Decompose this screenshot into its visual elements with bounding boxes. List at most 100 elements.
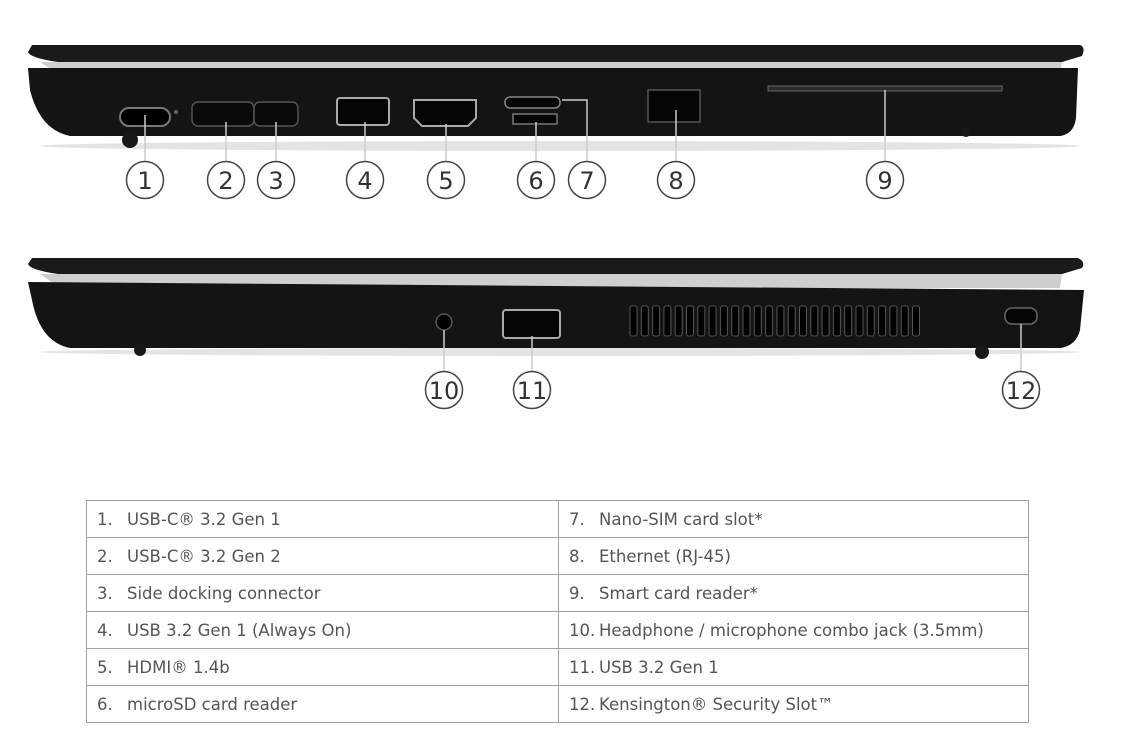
callout-8: 8	[656, 110, 696, 200]
callout-number: 3	[268, 167, 283, 195]
port-legend-cell: 12.Kensington® Security Slot™	[558, 685, 1029, 723]
port-legend-table: 1. USB-C® 3.2 Gen 1 7. Nano-SIM card slot* 2…	[86, 500, 1029, 723]
audio-jack	[435, 313, 453, 331]
callout-1: 1	[125, 115, 165, 200]
vent-slot	[674, 305, 683, 337]
table-row: 1. USB-C® 3.2 Gen 1 7. Nano-SIM card slot*	[86, 500, 1029, 538]
vent-slot	[900, 305, 909, 337]
laptop-right-side	[28, 258, 1084, 359]
port-number: 2.	[97, 546, 113, 566]
callout-number: 8	[668, 167, 683, 195]
port-legend-cell: 9. Smart card reader*	[558, 574, 1029, 612]
vent-slot	[640, 305, 649, 337]
vent-slot	[742, 305, 751, 337]
table-row: 3. Side docking connector 9. Smart card rea…	[86, 574, 1029, 612]
hdmi-port	[413, 99, 477, 127]
vent-slot	[629, 305, 638, 337]
port-label: Kensington® Security Slot™	[599, 694, 834, 714]
vent-slot	[765, 305, 774, 337]
callout-number: 11	[517, 377, 548, 405]
port-number: 7.	[569, 509, 585, 529]
callout-number: 5	[438, 167, 453, 195]
callout-number: 1	[137, 167, 152, 195]
port-legend-cell: 3. Side docking connector	[86, 574, 559, 612]
port-legend-cell: 8.Ethernet (RJ-45)	[558, 537, 1029, 575]
port-number: 4.	[97, 620, 113, 640]
laptop-left-side	[28, 45, 1084, 151]
callout-5: 5	[426, 124, 466, 200]
vent-slot	[708, 305, 717, 337]
table-row: 4. USB 3.2 Gen 1 (Always On) 10.Headphone …	[86, 611, 1029, 649]
usb-a-port-11	[502, 309, 561, 339]
port-legend-cell: 6. microSD card reader	[86, 685, 559, 723]
port-label: USB 3.2 Gen 1 (Always On)	[127, 620, 352, 640]
vent-slot	[855, 305, 864, 337]
port-legend-cell: 2. USB-C® 3.2 Gen 2	[86, 537, 559, 575]
vent-slot	[821, 305, 830, 337]
port-label: microSD card reader	[127, 694, 298, 714]
port-legend-cell: 4. USB 3.2 Gen 1 (Always On)	[86, 611, 559, 649]
callout-number: 6	[528, 167, 543, 195]
callout-12: 12	[1001, 324, 1041, 410]
usb-c-port-2	[191, 101, 255, 127]
callout-number: 7	[579, 167, 594, 195]
nano-sim-slot	[504, 96, 561, 109]
port-number: 11.	[569, 657, 596, 677]
vent-slot	[731, 305, 740, 337]
port-label: HDMI® 1.4b	[127, 657, 230, 677]
vent-slot	[878, 305, 887, 337]
callout-11: 11	[512, 336, 552, 410]
port-label: USB-C® 3.2 Gen 1	[127, 509, 281, 529]
port-label: USB-C® 3.2 Gen 2	[127, 546, 281, 566]
vent-slot	[753, 305, 762, 337]
callout-4: 4	[345, 122, 385, 200]
port-number: 8.	[569, 546, 585, 566]
vent-slot	[832, 305, 841, 337]
callout-9: 9	[865, 90, 905, 200]
vent-slot	[787, 305, 796, 337]
port-number: 1.	[97, 509, 113, 529]
table-row: 2. USB-C® 3.2 Gen 2 8.Ethernet (RJ-45)	[86, 537, 1029, 575]
ethernet-port	[647, 89, 701, 123]
vent-slot	[912, 305, 920, 337]
callout-3: 3	[256, 122, 296, 200]
vent-slot	[686, 305, 694, 337]
vent-slot	[719, 305, 728, 337]
port-legend-cell: 1. USB-C® 3.2 Gen 1	[86, 500, 559, 538]
callout-number: 12	[1006, 377, 1037, 405]
vent-slot	[889, 305, 898, 337]
kensington-slot	[1004, 307, 1038, 325]
port-legend-cell: 10.Headphone / microphone combo jack (3.…	[558, 611, 1029, 649]
callout-number: 10	[429, 377, 460, 405]
port-label: Smart card reader*	[599, 583, 758, 603]
vent-slot	[844, 305, 853, 337]
vent-slot	[810, 305, 819, 337]
port-label: Side docking connector	[127, 583, 321, 603]
vent-slot	[866, 305, 875, 337]
callout-number: 9	[877, 167, 892, 195]
vent-slot	[776, 305, 785, 337]
vent-slot	[663, 305, 672, 337]
port-number: 6.	[97, 694, 113, 714]
port-label: Nano-SIM card slot*	[599, 509, 763, 529]
callout-7: 7	[562, 99, 607, 200]
microsd-slot	[512, 113, 558, 125]
callout-number: 4	[357, 167, 372, 195]
usb-a-port-4	[336, 97, 390, 126]
port-number: 3.	[97, 583, 113, 603]
port-legend-cell: 11.USB 3.2 Gen 1	[558, 648, 1029, 686]
vent-slot	[799, 305, 807, 337]
vent-slot	[697, 305, 706, 337]
callout-2: 2	[206, 122, 246, 200]
air-vents	[629, 305, 920, 337]
callout-6: 6	[516, 122, 556, 200]
vent-slot	[652, 305, 661, 337]
port-number: 10.	[569, 620, 596, 640]
port-number: 5.	[97, 657, 113, 677]
port-legend-cell: 7. Nano-SIM card slot*	[558, 500, 1029, 538]
port-label: Headphone / microphone combo jack (3.5mm…	[599, 620, 984, 640]
port-label: USB 3.2 Gen 1	[599, 657, 719, 677]
table-row: 6. microSD card reader 12.Kensington® Secu…	[86, 685, 1029, 723]
port-number: 9.	[569, 583, 585, 603]
